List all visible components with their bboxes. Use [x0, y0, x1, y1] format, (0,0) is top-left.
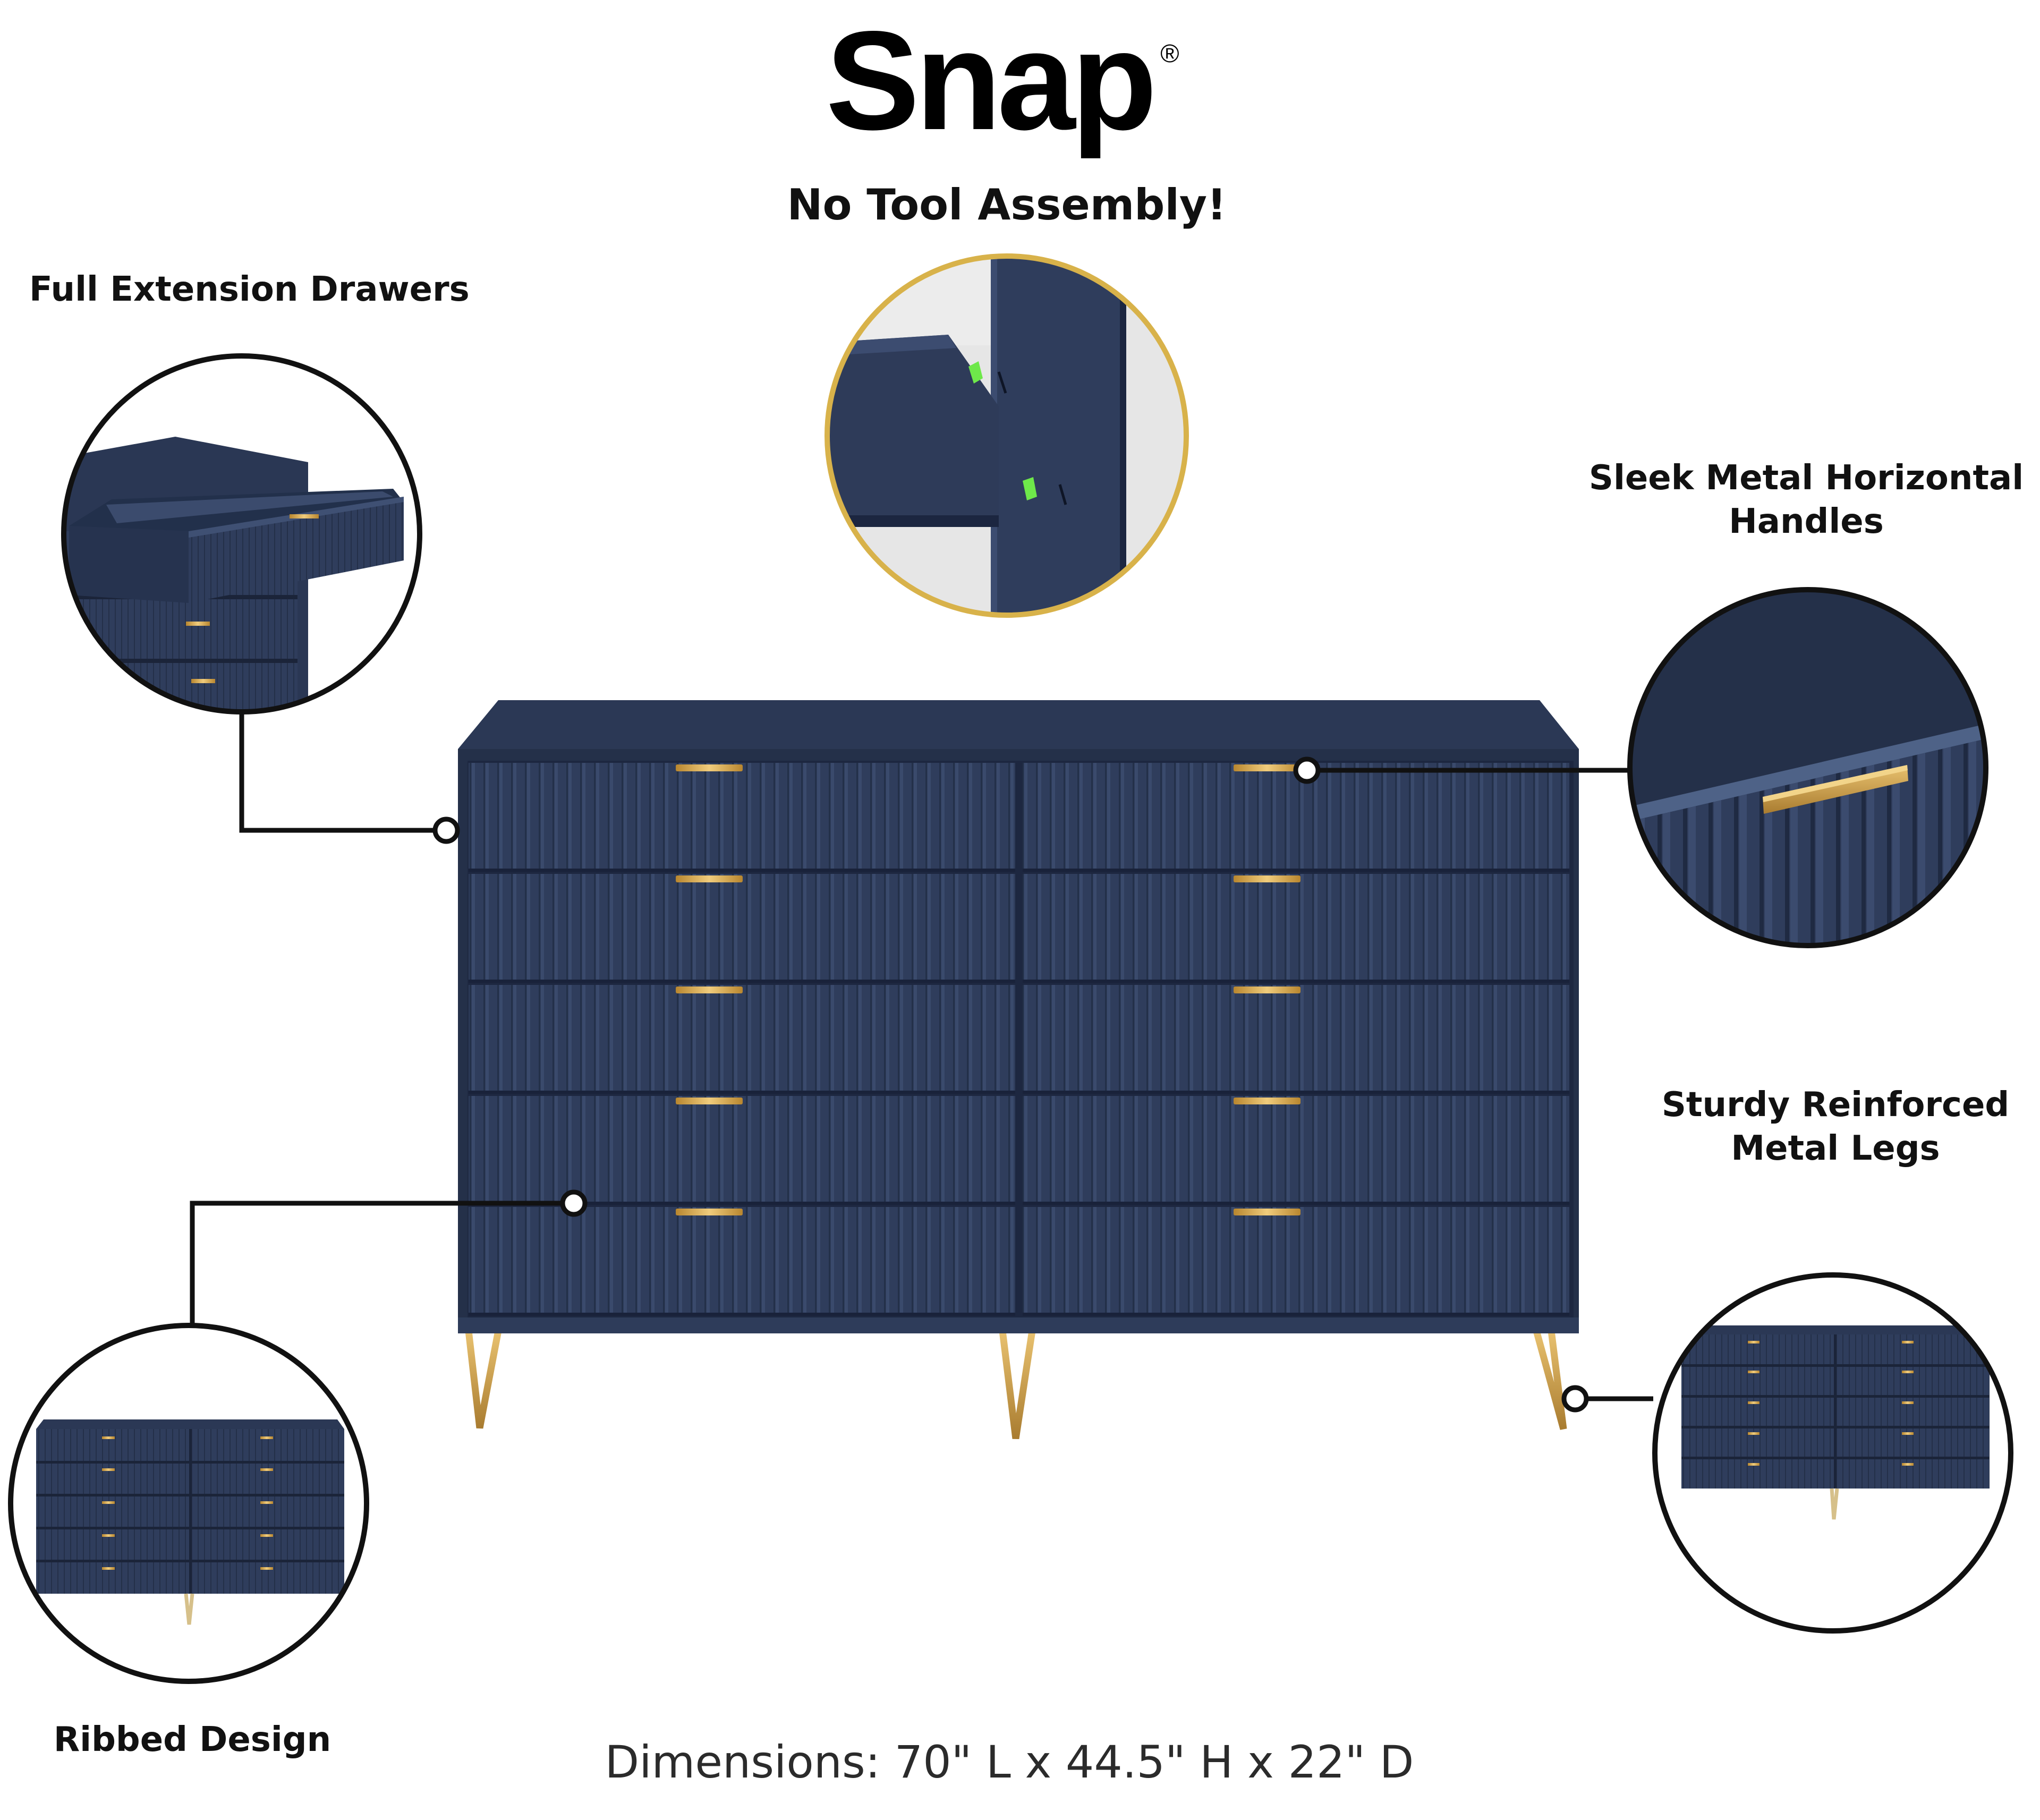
drawer-handle: [1234, 875, 1300, 882]
callout-dots: [432, 756, 1589, 1413]
drawer-seam: [469, 869, 1015, 872]
mini-dresser-left: [36, 1419, 344, 1625]
drawer-front: [1023, 763, 1569, 869]
mini-dresser-right: [1681, 1325, 1990, 1520]
drawer-seam: [1023, 1202, 1569, 1205]
callout-circle-metal-handles: [1627, 587, 1988, 948]
drawer-handle: [676, 986, 743, 993]
drawer-handle: [1234, 986, 1300, 993]
drawer-seam: [469, 1313, 1015, 1316]
dresser-main-view: [458, 700, 1579, 1439]
feature-label-full-extension-drawers: Full Extension Drawers: [29, 270, 470, 309]
drawer-handle: [676, 1098, 743, 1104]
registered-mark: ®: [1160, 40, 1179, 68]
drawer-front: [1023, 1207, 1569, 1313]
drawer-seam: [1023, 1091, 1569, 1094]
drawer-seam: [469, 1202, 1015, 1205]
drawer-handle: [676, 1209, 743, 1215]
drawer-seam: [1023, 980, 1569, 983]
hairpin-legs: [465, 1327, 1567, 1439]
snap-tab-connectors: [968, 361, 1037, 500]
callout-circle-full-extension-drawers: [61, 353, 422, 715]
drawer-handle: [1234, 1209, 1300, 1215]
drawer-front: [469, 763, 1015, 869]
feature-label-metal-legs: Sturdy Reinforced Metal Legs: [1662, 1084, 2009, 1171]
drawer-front: [1023, 1096, 1569, 1202]
callout-dot-legs: [1561, 1385, 1589, 1413]
callout-dot-drawers: [432, 817, 460, 844]
drawer-seam: [1023, 1313, 1569, 1316]
drawer-front: [469, 985, 1015, 1091]
drawer-front: [469, 1096, 1015, 1202]
callout-circle-ribbed-design: [8, 1323, 369, 1684]
callout-dot-handles: [1293, 756, 1321, 784]
brand-name: Snap: [826, 2, 1157, 159]
drawer-front: [1023, 985, 1569, 1091]
drawer-grid: [469, 763, 1569, 1316]
drawer-front: [469, 874, 1015, 980]
callout-circle-snap-assembly: [824, 253, 1189, 618]
drawer-front: [1023, 874, 1569, 980]
drawer-handle: [1234, 764, 1300, 771]
drawer-seam: [1023, 869, 1569, 872]
drawer-seam: [469, 980, 1015, 983]
drawer-seam: [469, 1091, 1015, 1094]
drawer-handle: [1234, 1098, 1300, 1104]
feature-label-metal-legs-line1: Sturdy Reinforced: [1661, 1085, 2010, 1125]
callout-connectors: [190, 712, 1653, 1401]
product-dimensions: Dimensions: 70" L x 44.5" H x 22" D: [605, 1736, 1414, 1788]
brand-tagline: No Tool Assembly!: [787, 180, 1227, 229]
drawer-front: [469, 1207, 1015, 1313]
callout-dot-ribbed: [560, 1189, 588, 1217]
drawer-handle: [676, 875, 743, 882]
feature-label-metal-handles-line2: Handles: [1729, 501, 1884, 541]
feature-label-metal-handles-line1: Sleek Metal Horizontal: [1588, 458, 2024, 498]
feature-label-metal-legs-line2: Metal Legs: [1731, 1128, 1940, 1168]
feature-label-metal-handles: Sleek Metal Horizontal Handles: [1589, 457, 2024, 544]
brand-logo: Snap®: [826, 11, 1179, 151]
feature-label-ribbed-design: Ribbed Design: [53, 1720, 332, 1759]
callout-circle-metal-legs: [1652, 1272, 2013, 1634]
drawer-handle: [676, 764, 743, 771]
